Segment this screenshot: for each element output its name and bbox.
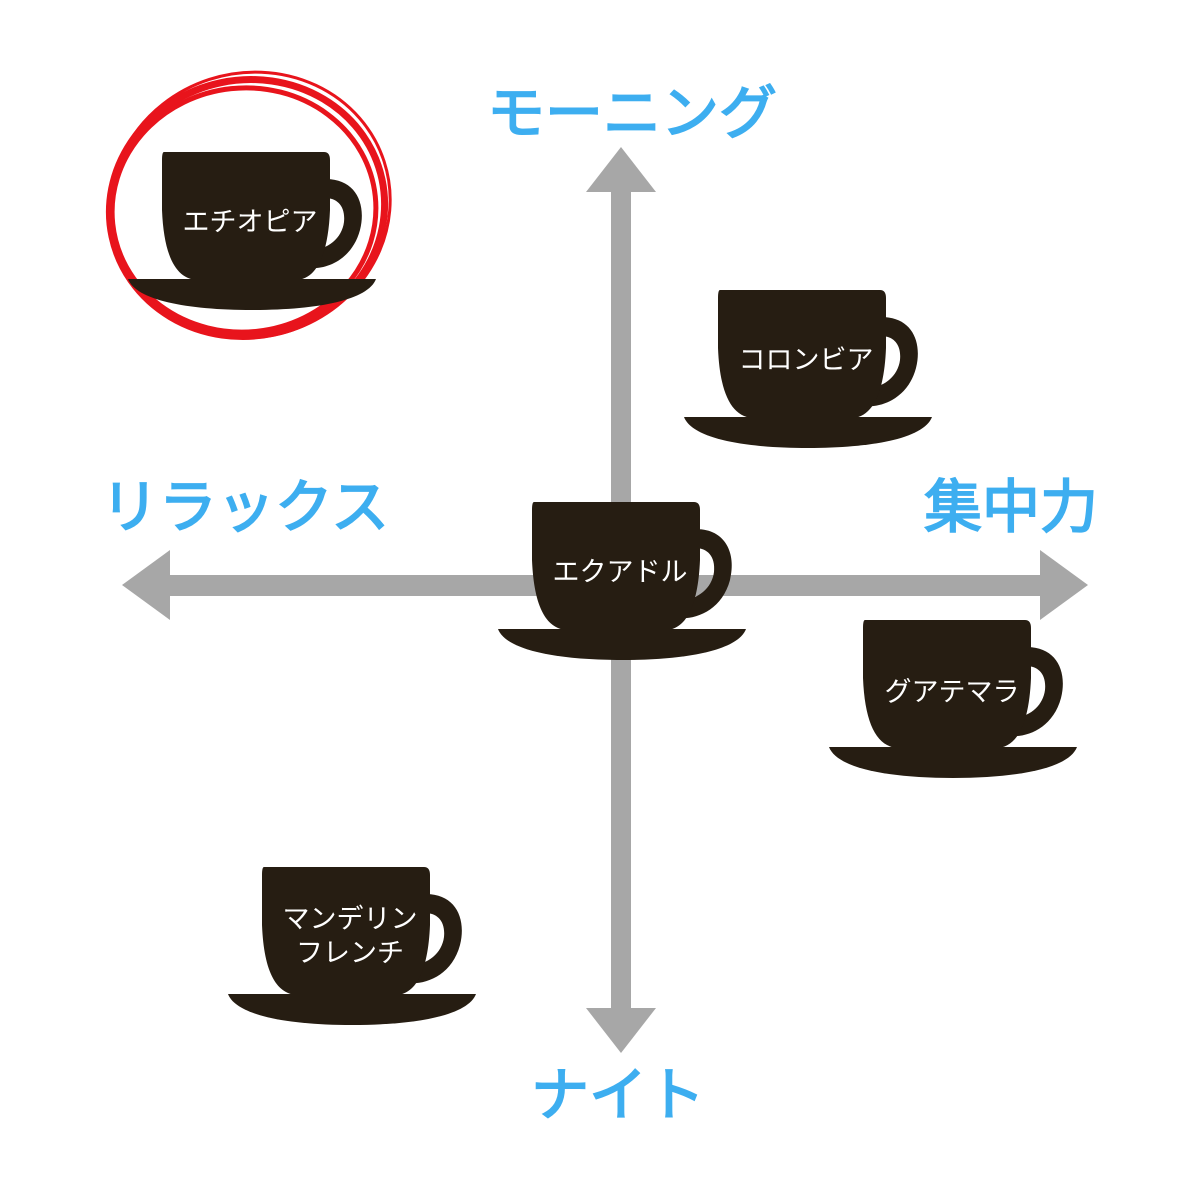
- cup-label-ecuador: エクアドル: [553, 557, 688, 588]
- left-arrowhead: [122, 550, 170, 620]
- cup-label-french: フレンチ: [296, 938, 404, 969]
- coffee-cup-ethiopia: エチオピア: [128, 152, 376, 310]
- coffee-cup-mandheling-french: マンデリン フレンチ: [228, 867, 476, 1025]
- down-arrowhead: [586, 1008, 656, 1053]
- cup-label-guatemala: グアテマラ: [885, 677, 1020, 708]
- axis-label-top: モーニング: [487, 79, 777, 147]
- axis-label-right: 集中力: [923, 473, 1098, 541]
- coffee-cup-guatemala: グアテマラ: [829, 620, 1077, 778]
- cup-label-colombia: コロンビア: [739, 345, 874, 376]
- axis-label-bottom: ナイト: [531, 1061, 705, 1129]
- highlight-circle: [105, 70, 392, 340]
- coffee-cup-colombia: コロンビア: [684, 290, 932, 448]
- axis-label-left: リラックス: [101, 473, 389, 541]
- up-arrowhead: [586, 147, 656, 192]
- cup-label-mandheling: マンデリン: [283, 904, 418, 935]
- coffee-cup-ecuador: エクアドル: [498, 502, 746, 660]
- cup-label-ethiopia: エチオピア: [183, 207, 318, 238]
- right-arrowhead: [1040, 550, 1088, 620]
